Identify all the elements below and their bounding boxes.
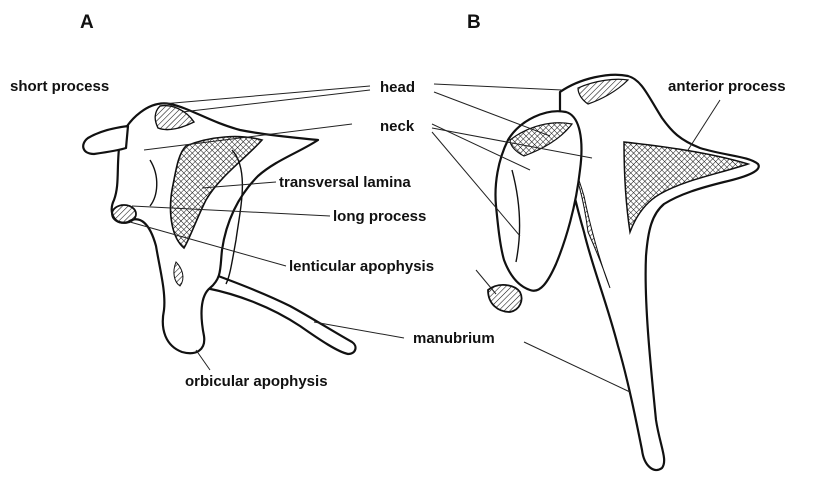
malleus-drawing	[488, 75, 759, 470]
label-short-process: short process	[10, 78, 109, 95]
panel-label-a: A	[80, 12, 94, 33]
label-transversal-lamina: transversal lamina	[279, 174, 411, 191]
label-long-process: long process	[333, 208, 426, 225]
label-lenticular-apophysis: lenticular apophysis	[289, 258, 434, 275]
incus-long-rod	[196, 268, 355, 354]
incus-short-process	[83, 126, 128, 154]
label-neck: neck	[380, 118, 415, 135]
incus-lenticular-knob	[112, 205, 136, 223]
malleus-body	[560, 75, 759, 470]
label-head: head	[380, 79, 415, 96]
malleus-lateral-knob	[488, 285, 522, 312]
label-orbicular-apophysis: orbicular apophysis	[185, 373, 328, 390]
label-anterior-process: anterior process	[668, 78, 786, 95]
label-manubrium: manubrium	[413, 330, 495, 347]
panel-label-b: B	[467, 12, 481, 33]
